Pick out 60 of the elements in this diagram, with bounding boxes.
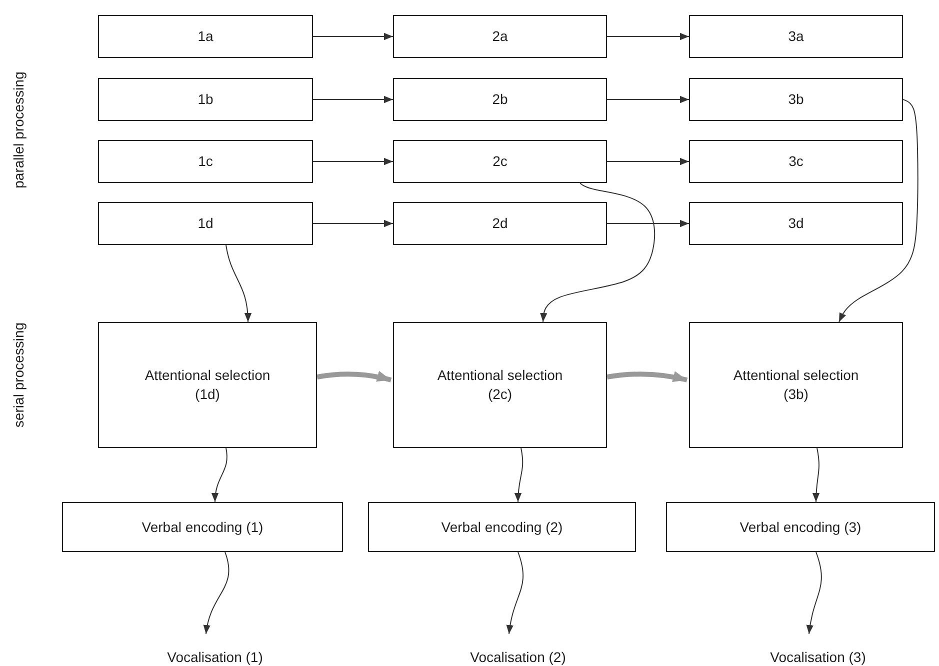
box-label: 3b [788,90,804,109]
process-box [393,78,607,121]
box-label: 2c [492,152,508,171]
process-box [98,202,313,245]
process-box [689,140,903,183]
node-text: Vocalisation (3) [743,648,893,666]
thick-arrow [316,371,392,382]
process-box [689,15,903,58]
box-label: Verbal encoding (1) [142,518,264,536]
box-label: 3d [788,214,804,233]
process-box [98,78,313,121]
box-label: 2d [492,214,508,233]
process-box [98,140,313,183]
arrow [606,32,690,40]
process-box [368,502,636,552]
box-label: Attentional selection (1d) [144,366,272,404]
box-label: 2b [492,90,508,109]
box-label: 2a [492,27,508,46]
process-box [689,322,903,448]
box-label: 1d [198,214,214,233]
arrow [812,448,820,502]
process-box [393,202,607,245]
arrow [606,96,690,104]
side-label: serial processing [10,322,26,428]
process-box [393,140,607,183]
box-label: 3a [788,27,804,46]
arrow [514,448,524,502]
side-label: parallel processing [10,72,26,188]
box-label: 1b [198,90,214,109]
arrow [806,552,822,634]
node-text: Vocalisation (2) [443,648,593,666]
thick-arrow [606,371,688,382]
process-box [98,15,313,58]
arrow [506,552,524,634]
arrow [312,32,394,40]
node-text: Vocalisation (1) [140,648,290,666]
arrow [312,158,394,166]
arrow [606,220,690,228]
box-label: 1c [198,152,213,171]
arrow [312,96,394,104]
process-box [666,502,935,552]
box-label: Attentional selection (3b) [732,366,860,404]
process-box [98,322,317,448]
arrow [226,244,252,322]
process-box [689,78,903,121]
arrow [212,448,228,502]
box-label: 1a [198,27,214,46]
process-box [62,502,343,552]
box-label: Verbal encoding (2) [441,518,563,536]
arrow [838,99,918,322]
arrow [540,182,656,322]
process-box [393,15,607,58]
arrow [606,158,690,166]
arrow [312,220,394,228]
box-label: Verbal encoding (3) [740,518,862,536]
process-box [689,202,903,245]
box-label: Attentional selection (2c) [436,366,564,404]
box-label: 3c [788,152,804,171]
process-box [393,322,607,448]
arrow [204,552,230,634]
